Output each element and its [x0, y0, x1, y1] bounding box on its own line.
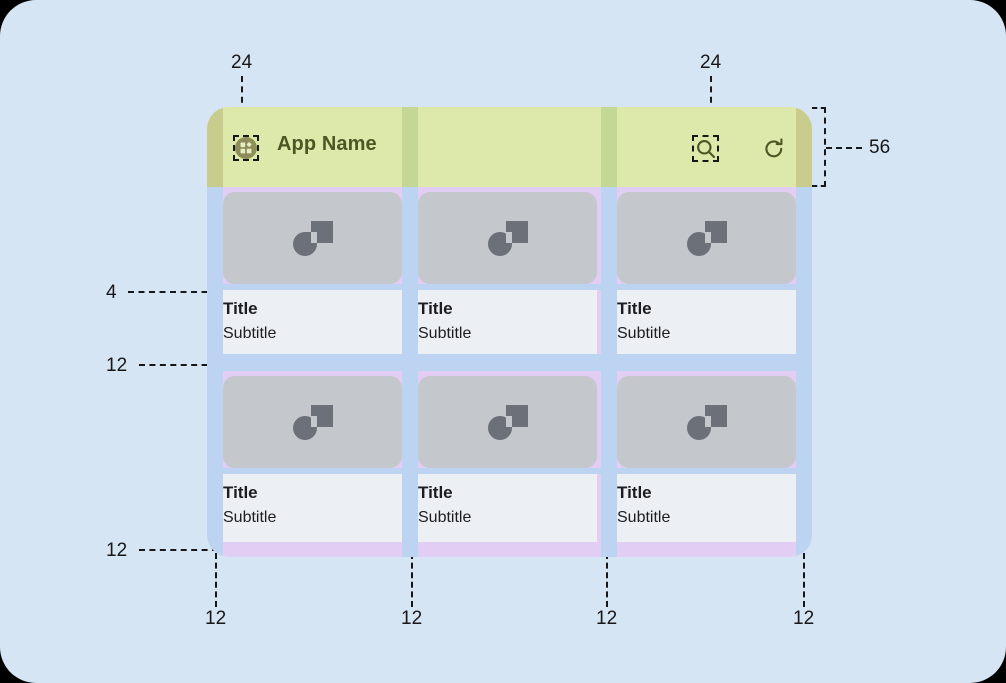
image-placeholder-icon — [487, 221, 528, 256]
grid-gutter-1 — [402, 187, 418, 557]
image-placeholder-icon — [487, 405, 528, 440]
card-media — [617, 192, 796, 284]
app-title: App Name — [277, 133, 377, 155]
card-title: Title — [617, 299, 652, 318]
search-icon-measure-box — [692, 135, 719, 162]
card-text: Title Subtitle — [223, 288, 402, 358]
refresh-icon[interactable] — [762, 137, 786, 161]
card-media — [418, 376, 597, 468]
annotation-header-height: 56 — [869, 137, 891, 158]
annotation-row-gap: 12 — [106, 355, 128, 376]
annotation-icon-size-right: 24 — [700, 52, 722, 73]
leader-line-header-height — [826, 147, 862, 149]
gap-row-1-2 — [207, 354, 812, 371]
annotation-icon-size-left: 24 — [231, 52, 253, 73]
card-text: Title Subtitle — [617, 288, 796, 358]
annotation-gutter-4: 12 — [793, 608, 815, 629]
search-icon[interactable] — [694, 137, 718, 161]
card-text: Title Subtitle — [617, 472, 796, 542]
annotation-bottom-padding: 12 — [106, 540, 128, 561]
card-title: Title — [418, 483, 453, 502]
card-title: Title — [223, 299, 258, 318]
app-grid-icon[interactable] — [235, 137, 257, 159]
leader-line-icon-left — [241, 76, 243, 134]
grid-edge-right — [796, 187, 812, 557]
annotation-gutter-1: 12 — [205, 608, 227, 629]
card-text: Title Subtitle — [418, 288, 597, 358]
leader-line-title-gap — [128, 291, 218, 293]
card-subtitle: Subtitle — [418, 509, 472, 526]
card-media — [223, 376, 402, 468]
card-text: Title Subtitle — [418, 472, 597, 542]
grid-edge-left — [207, 187, 223, 557]
bracket-header-height — [812, 107, 826, 187]
annotation-gutter-3: 12 — [596, 608, 618, 629]
card-title: Title — [418, 299, 453, 318]
header-gutter-1 — [402, 107, 418, 187]
app-frame: App Name — [207, 107, 812, 557]
annotation-title-gap: 4 — [106, 282, 117, 303]
card-grid: Title Subtitle Title Subtitle — [207, 187, 812, 557]
gap-media-title-row2 — [207, 468, 812, 474]
image-placeholder-icon — [292, 405, 333, 440]
card-title: Title — [617, 483, 652, 502]
leader-line-bottom-padding — [139, 549, 218, 551]
card-media — [223, 192, 402, 284]
card-subtitle: Subtitle — [418, 325, 472, 342]
header-gutter-2 — [601, 107, 617, 187]
leader-line-gutter-4 — [803, 553, 805, 607]
image-placeholder-icon — [686, 405, 727, 440]
card-subtitle: Subtitle — [223, 509, 277, 526]
app-icon-measure-box — [233, 135, 259, 161]
card-text: Title Subtitle — [223, 472, 402, 542]
leader-line-gutter-2 — [411, 553, 413, 607]
card-media — [617, 376, 796, 468]
header-padding-left — [207, 107, 223, 187]
leader-line-icon-right — [710, 76, 712, 134]
card-subtitle: Subtitle — [617, 325, 671, 342]
grid-gutter-2 — [601, 187, 617, 557]
annotation-gutter-2: 12 — [401, 608, 423, 629]
gap-media-title-row1 — [207, 284, 812, 290]
image-placeholder-icon — [292, 221, 333, 256]
image-placeholder-icon — [686, 221, 727, 256]
card-subtitle: Subtitle — [617, 509, 671, 526]
leader-line-gutter-1 — [215, 553, 217, 607]
leader-line-gutter-3 — [606, 553, 608, 607]
card-subtitle: Subtitle — [223, 325, 277, 342]
card-media — [418, 192, 597, 284]
header-padding-right — [796, 107, 812, 187]
card-title: Title — [223, 483, 258, 502]
leader-line-row-gap — [139, 364, 218, 366]
